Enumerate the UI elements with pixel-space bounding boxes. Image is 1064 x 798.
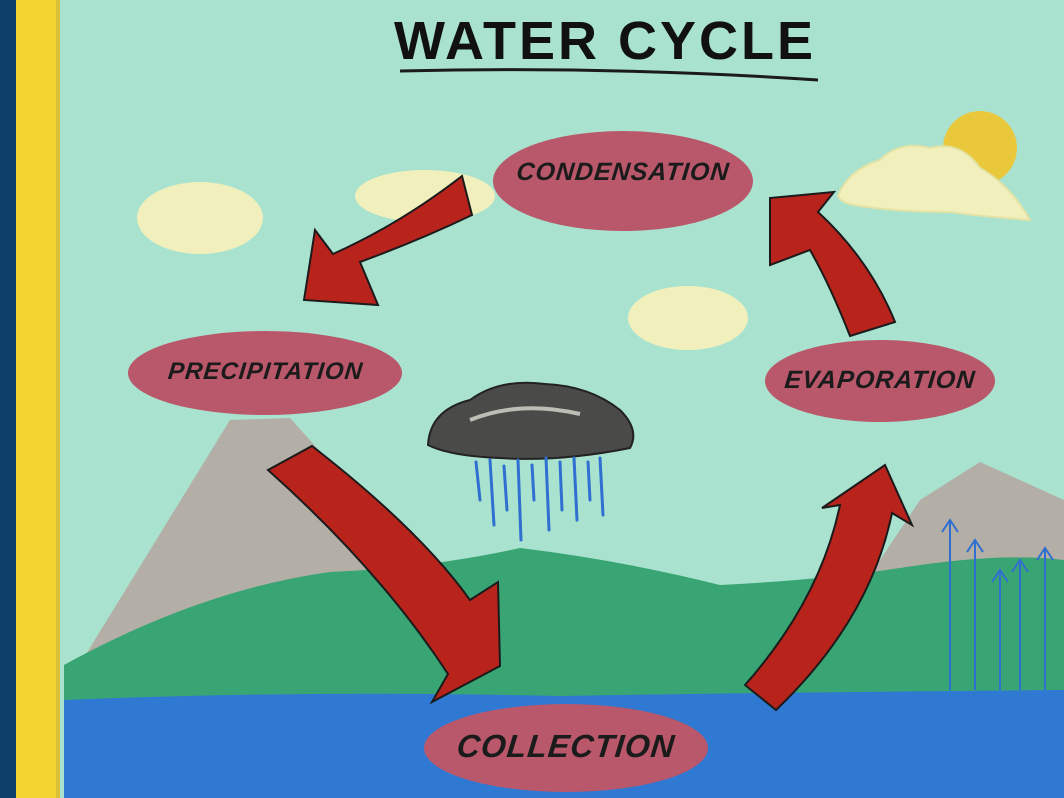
oval-precipitation <box>128 331 402 415</box>
stage-label-condensation: CONDENSATION <box>515 158 731 186</box>
title-underline <box>399 68 819 82</box>
vapor-arrows <box>941 518 1054 690</box>
stage-label-precipitation: PRECIPITATION <box>166 358 365 385</box>
rain-drops <box>474 456 605 542</box>
arrow-precipitation-to-collection <box>266 444 502 705</box>
rain-cloud <box>426 381 635 460</box>
arrow-collection-to-evaporation <box>743 463 915 712</box>
cloud-sun <box>836 144 1032 222</box>
diagram-title: WATER CYCLE <box>394 11 816 71</box>
frame-yellow-stripe <box>16 0 58 798</box>
stage-label-collection: COLLECTION <box>455 728 677 764</box>
arrow-condensation-to-precipitation <box>302 174 474 307</box>
arrow-evaporation-to-condensation <box>769 190 897 338</box>
cloud-middle <box>628 286 748 350</box>
cloud-left <box>137 182 263 254</box>
stage-label-evaporation: EVAPORATION <box>783 366 977 394</box>
oval-condensation <box>493 131 753 231</box>
frame-blue-edge <box>0 0 16 798</box>
frame-inner-edge <box>56 0 60 798</box>
oval-collection <box>424 704 708 792</box>
rain-cloud-highlight <box>469 406 581 422</box>
oval-evaporation <box>765 340 995 422</box>
